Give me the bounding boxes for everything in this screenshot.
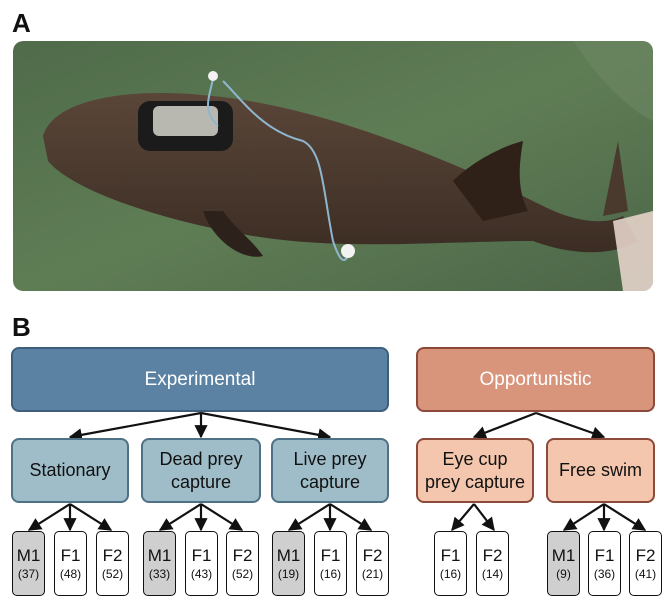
stationary-label: Stationary	[29, 459, 110, 482]
leaf-id: F2	[483, 546, 503, 566]
leaf-id: M1	[17, 546, 41, 566]
leaf-count: (21)	[362, 566, 383, 582]
leaf-count: (33)	[149, 566, 170, 582]
free-swim-label: Free swim	[559, 459, 642, 482]
opportunistic-label: Opportunistic	[480, 369, 592, 391]
leaf-dead-prey-f1: F1(43)	[185, 531, 218, 596]
live-prey-capture-box: Live prey capture	[271, 438, 389, 503]
leaf-eye-cup-f2: F2(14)	[476, 531, 509, 596]
leaf-id: F1	[192, 546, 212, 566]
leaf-live-prey-f1: F1(16)	[314, 531, 347, 596]
leaf-stationary-f2: F2(52)	[96, 531, 129, 596]
leaf-id: F1	[595, 546, 615, 566]
leaf-count: (41)	[635, 566, 656, 582]
leaf-dead-prey-f2: F2(52)	[226, 531, 259, 596]
opportunistic-box: Opportunistic	[416, 347, 655, 412]
leaf-count: (43)	[191, 566, 212, 582]
leaf-count: (37)	[18, 566, 39, 582]
stationary-box: Stationary	[11, 438, 129, 503]
leaf-count: (19)	[278, 566, 299, 582]
leaf-eye-cup-f1: F1(16)	[434, 531, 467, 596]
leaf-count: (36)	[594, 566, 615, 582]
leaf-count: (52)	[232, 566, 253, 582]
leaf-count: (16)	[320, 566, 341, 582]
leaf-id: F2	[636, 546, 656, 566]
leaf-id: F1	[61, 546, 81, 566]
free-swim-box: Free swim	[546, 438, 655, 503]
leaf-id: F1	[321, 546, 341, 566]
leaf-stationary-m1: M1(37)	[12, 531, 45, 596]
leaf-id: F2	[103, 546, 123, 566]
leaf-free-swim-m1: M1(9)	[547, 531, 580, 596]
experimental-box: Experimental	[11, 347, 389, 412]
leaf-count: (48)	[60, 566, 81, 582]
leaf-count: (9)	[556, 566, 571, 582]
leaf-count: (14)	[482, 566, 503, 582]
leaf-stationary-f1: F1(48)	[54, 531, 87, 596]
leaf-id: M1	[277, 546, 301, 566]
leaf-dead-prey-m1: M1(33)	[143, 531, 176, 596]
leaf-count: (16)	[440, 566, 461, 582]
leaf-free-swim-f2: F2(41)	[629, 531, 662, 596]
leaf-id: F2	[363, 546, 383, 566]
leaf-live-prey-f2: F2(21)	[356, 531, 389, 596]
dead-prey-capture-box: Dead prey capture	[141, 438, 261, 503]
leaf-live-prey-m1: M1(19)	[272, 531, 305, 596]
leaf-id: F2	[233, 546, 253, 566]
leaf-id: M1	[552, 546, 576, 566]
dead-prey-capture-label: Dead prey capture	[157, 448, 245, 494]
experimental-label: Experimental	[145, 369, 256, 391]
eye-cup-prey-capture-box: Eye cup prey capture	[416, 438, 534, 503]
leaf-count: (52)	[102, 566, 123, 582]
leaf-id: F1	[441, 546, 461, 566]
leaf-id: M1	[148, 546, 172, 566]
leaf-free-swim-f1: F1(36)	[588, 531, 621, 596]
live-prey-capture-label: Live prey capture	[289, 448, 371, 494]
eye-cup-prey-capture-label: Eye cup prey capture	[424, 448, 526, 494]
